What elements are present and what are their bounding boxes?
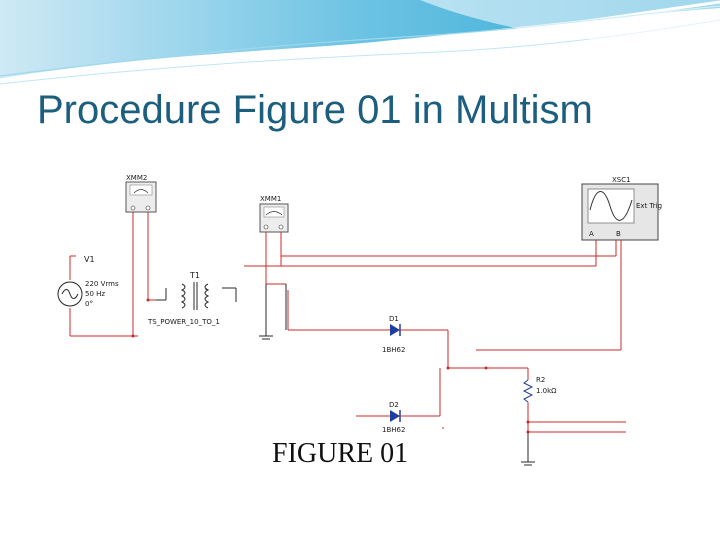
xsc1-label: XSC1 [612,176,631,184]
slide-title: Procedure Figure 01 in Multism [37,88,593,132]
t1-model-label: TS_POWER_10_TO_1 [147,318,220,326]
figure-caption: FIGURE 01 [272,438,409,469]
v1-phase-label: 0° [85,300,93,308]
xmm2-label: XMM2 [126,174,147,182]
diode-d2: D2 1BH62 [356,401,416,434]
oscilloscope-xsc1: Ext Trig A B XSC1 [581,176,662,241]
multimeter-xmm2: XMM2 [125,174,157,213]
scope-channel-a-label: A [589,230,594,238]
scope-ext-trig-label: Ext Trig [636,202,662,210]
v1-voltage-label: 220 Vrms [85,280,119,288]
scope-channel-b-label: B [616,230,621,238]
r2-value-label: 1.0kΩ [536,387,557,395]
transformer-t1: T1 TS_POWER_10_TO_1 [147,271,220,326]
wires-dark [156,284,535,466]
v1-ref-label: V1 [84,255,95,264]
ac-source-v1: V1 220 Vrms 50 Hz 0° [57,255,119,308]
t1-ref-label: T1 [189,271,200,280]
resistor-r2: R2 1.0kΩ [522,376,557,403]
xmm1-label: XMM1 [260,195,281,203]
decorative-banner [0,0,720,85]
circuit-schematic: XMM2 XMM1 Ext Trig A B XSC1 [56,170,664,475]
diode-d1: D1 1BH62 [378,315,416,354]
multimeter-xmm1: XMM1 [259,195,289,233]
d2-ref-label: D2 [389,401,399,409]
d2-model-label: 1BH62 [382,426,405,434]
r2-ref-label: R2 [536,376,545,384]
junction-dots [131,298,530,434]
d1-model-label: 1BH62 [382,346,405,354]
v1-frequency-label: 50 Hz [85,290,105,298]
d1-ref-label: D1 [389,315,399,323]
wires-red [69,212,626,433]
